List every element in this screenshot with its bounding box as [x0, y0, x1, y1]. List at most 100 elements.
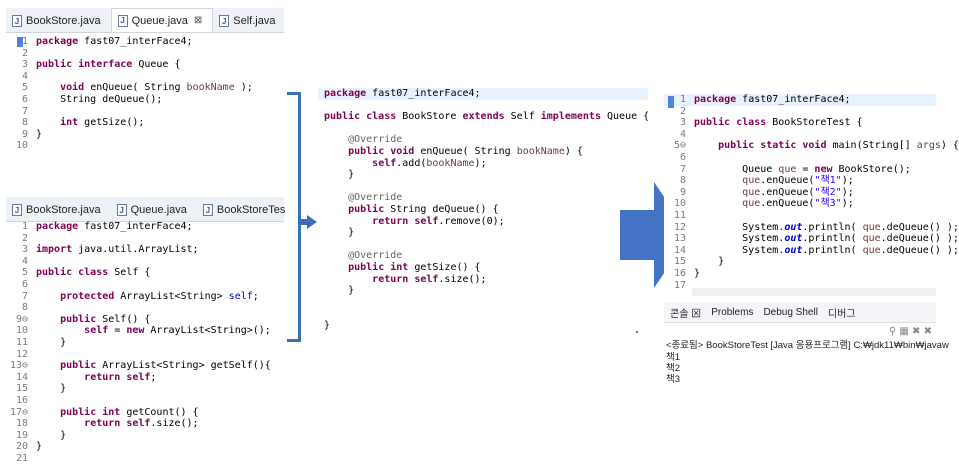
code-text: System.out.println( que.deQueue() );	[694, 221, 959, 233]
code-line[interactable]: 15 }	[664, 256, 936, 268]
code-line[interactable]: 10 self = new ArrayList<String>();	[6, 325, 284, 337]
code-line[interactable]	[318, 123, 648, 135]
code-line[interactable]: 8	[6, 302, 284, 314]
code-line[interactable]: 7	[6, 106, 284, 118]
code-line[interactable]: 15 }	[6, 383, 284, 395]
line-number: 7	[21, 105, 28, 117]
code-line[interactable]: 6 String deQueue();	[6, 94, 284, 106]
code-line[interactable]: 10 que.enQueue("책3");	[664, 198, 936, 210]
code-line[interactable]: }	[318, 285, 648, 297]
code-line[interactable]: 2	[6, 233, 284, 245]
test-line-marker	[668, 96, 674, 108]
code-line[interactable]	[318, 239, 648, 251]
code-text: package fast07_interFace4;	[36, 221, 193, 232]
code-line[interactable]: 14 return self;	[6, 372, 284, 384]
code-line[interactable]: 13 System.out.println( que.deQueue() );	[664, 233, 959, 245]
line-number: 17⊖	[9, 406, 28, 418]
code-line[interactable]: 5 void enQueue( String bookName );	[6, 82, 284, 94]
line-number: 5	[21, 82, 28, 94]
code-line[interactable]: 5⊖ public static void main(String[] args…	[664, 140, 959, 152]
code-line[interactable]: self.add(bookName);	[318, 158, 648, 170]
code-line[interactable]: 8 int getSize();	[6, 117, 284, 129]
code-line[interactable]: 17	[664, 280, 936, 292]
code-line[interactable]: 9}	[6, 129, 284, 141]
code-line[interactable]: package fast07_interFace4;	[318, 88, 648, 100]
code-text: return self;	[84, 371, 157, 383]
code-line[interactable]: 1 package fast07_interFace4;	[6, 221, 284, 233]
bracket-vertical	[298, 92, 301, 342]
code-line[interactable]: 16}	[664, 268, 936, 280]
code-line[interactable]: 2	[6, 48, 284, 60]
code-line[interactable]: 18 return self.size();	[6, 418, 284, 430]
code-text: public String deQueue() {	[348, 203, 499, 215]
close-tab-icon[interactable]: ⊠	[193, 15, 203, 26]
bookstore-code[interactable]: package fast07_interFace4;public class B…	[318, 88, 649, 332]
console-tab-1[interactable]: Problems	[711, 306, 754, 318]
code-line[interactable]: }	[318, 320, 648, 332]
code-line[interactable]: @Override	[318, 250, 648, 262]
code-line[interactable]: 16	[6, 395, 284, 407]
code-line[interactable]: 11 }	[6, 337, 284, 349]
code-line[interactable]: 6	[6, 279, 284, 291]
bracket-top	[287, 92, 301, 95]
code-line[interactable]: 2	[664, 106, 936, 118]
code-line[interactable]: 14 System.out.println( que.deQueue() );	[664, 245, 959, 257]
code-line[interactable]	[318, 297, 648, 309]
console-tab-3[interactable]: 디버그	[827, 308, 856, 320]
code-line[interactable]	[318, 308, 648, 320]
console-tab-0[interactable]: 콘솔 ⊠	[670, 308, 702, 320]
code-line[interactable]: 8 que.enQueue("책1");	[664, 175, 936, 187]
code-line[interactable]: 7 Queue que = new BookStore();	[664, 164, 936, 176]
code-line[interactable]: 4	[6, 71, 284, 83]
code-line[interactable]: 12 System.out.println( que.deQueue() );	[664, 222, 959, 234]
code-line[interactable]: @Override	[318, 192, 648, 204]
code-line[interactable]: 4	[664, 129, 936, 141]
line-number: 9	[21, 128, 28, 140]
code-line[interactable]: }	[318, 227, 648, 239]
code-line[interactable]: 11	[664, 210, 936, 222]
code-line[interactable]: public class BookStore extends Self impl…	[318, 111, 649, 123]
code-line[interactable]: @Override	[318, 134, 648, 146]
code-line[interactable]: 21	[6, 453, 284, 465]
code-line[interactable]: public void enQueue( String bookName) {	[318, 146, 648, 158]
code-line[interactable]	[318, 181, 648, 193]
code-line[interactable]: return self.remove(0);	[318, 216, 648, 228]
code-line[interactable]: 6	[664, 152, 936, 164]
code-line[interactable]: 20}	[6, 441, 284, 453]
console-tab-2[interactable]: Debug Shell	[763, 306, 818, 318]
line-number: 1	[21, 221, 28, 232]
code-line[interactable]: }	[318, 169, 648, 181]
horizontal-scrollbar[interactable]	[692, 288, 936, 296]
code-line[interactable]: public int getSize() {	[318, 262, 648, 274]
line-number: 12	[15, 348, 28, 360]
code-line[interactable]: 17⊖ public int getCount() {	[6, 407, 284, 419]
code-line[interactable]: 7 protected ArrayList<String> self;	[6, 291, 284, 303]
code-line[interactable]: 9⊖ public Self() {	[6, 314, 284, 326]
code-line[interactable]: return self.size();	[318, 274, 648, 286]
code-line[interactable]: 13⊖ public ArrayList<String> getSelf(){	[6, 360, 284, 372]
code-line[interactable]: 19 }	[6, 430, 284, 442]
code-line[interactable]	[318, 100, 648, 112]
line-number: 10	[15, 140, 28, 152]
code-line[interactable]: 10	[6, 140, 284, 152]
code-line[interactable]: 12	[6, 349, 284, 361]
code-line[interactable]: 9 que.enQueue("책2");	[664, 187, 936, 199]
code-line[interactable]: public String deQueue() {	[318, 204, 648, 216]
code-line[interactable]: 4	[6, 256, 284, 268]
